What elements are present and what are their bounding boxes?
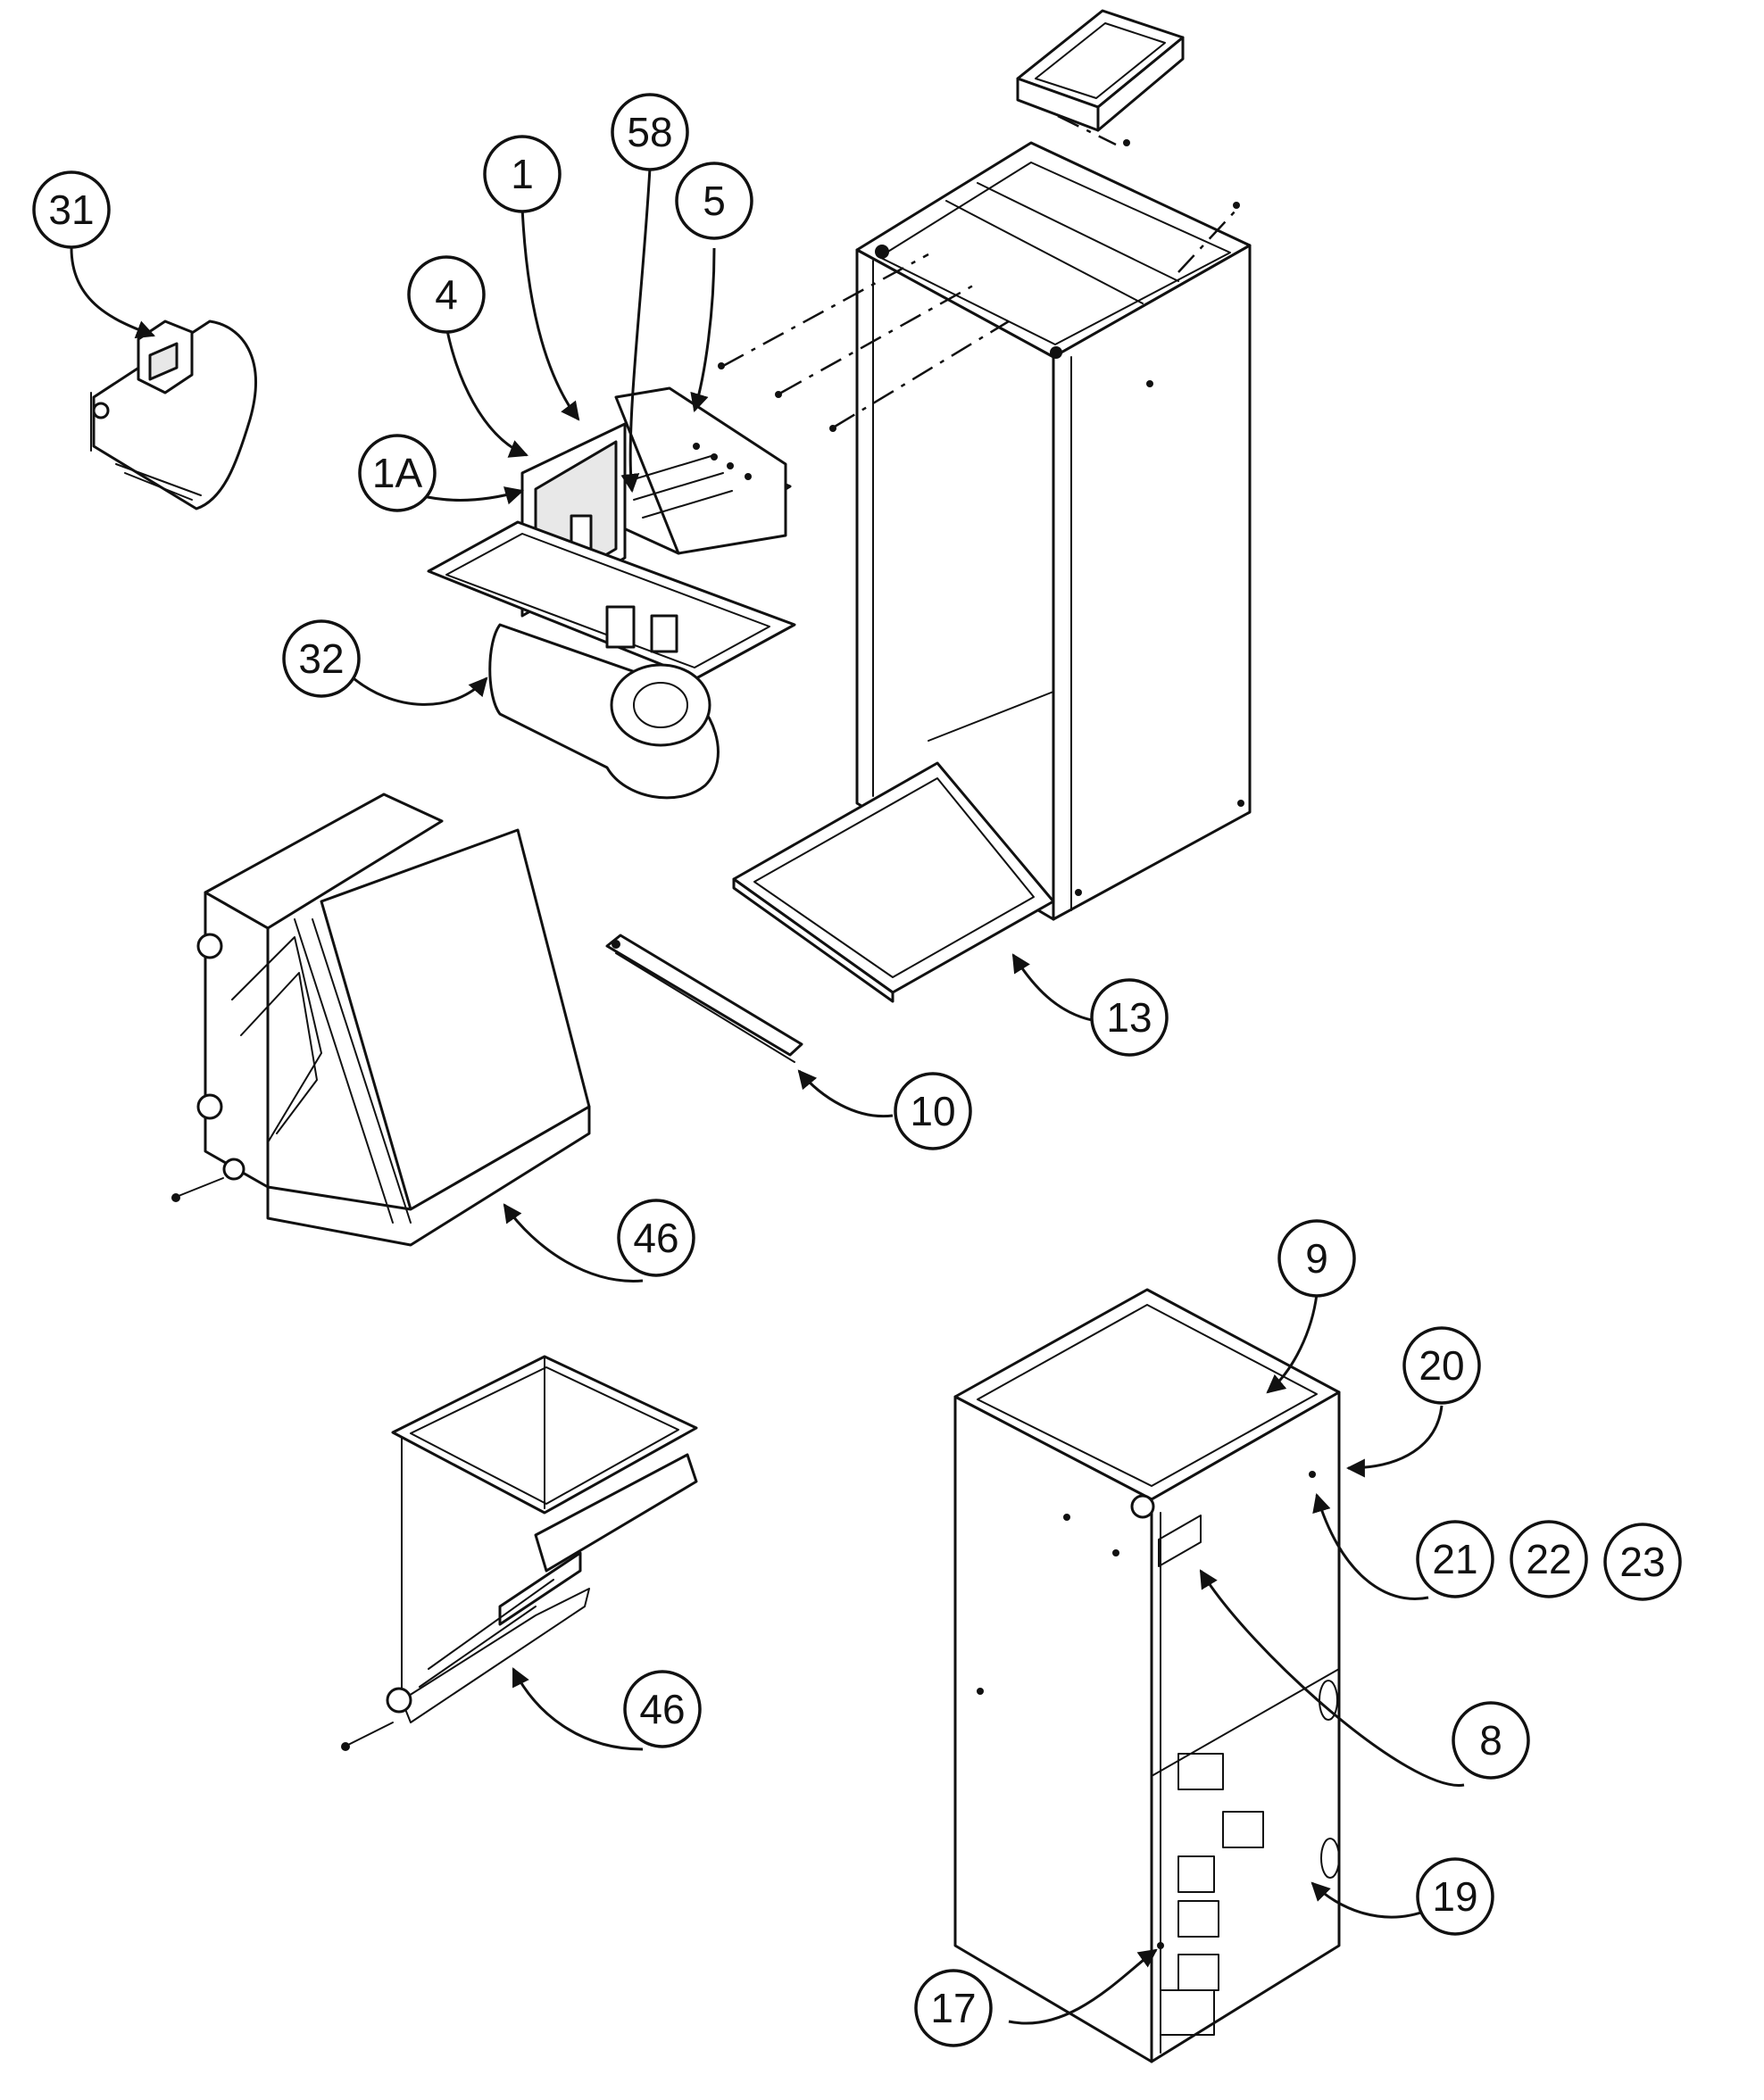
callout-46-lower: 46 (623, 1670, 702, 1748)
callout-20-label: 20 (1419, 1342, 1464, 1389)
callout-10: 10 (894, 1072, 972, 1150)
coil-upper (171, 793, 591, 1247)
callout-58-label: 58 (627, 109, 672, 155)
assembled-air-handler (953, 1288, 1341, 2063)
callout-1a-label: 1A (372, 450, 423, 496)
callout-17-label: 17 (930, 1985, 976, 2031)
callout-31-label: 31 (48, 187, 94, 233)
callout-4: 4 (407, 255, 486, 334)
callout-32-label: 32 (298, 635, 344, 682)
callout-19-label: 19 (1432, 1873, 1477, 1920)
callout-21-label: 21 (1432, 1536, 1477, 1582)
callout-9-label: 9 (1305, 1235, 1328, 1282)
callout-31: 31 (32, 170, 111, 249)
callout-5: 5 (675, 162, 753, 240)
bracket-part (90, 320, 257, 510)
callout-21: 21 (1416, 1520, 1494, 1598)
callout-22: 22 (1510, 1520, 1588, 1598)
callout-13: 13 (1090, 978, 1169, 1057)
callout-46-upper-label: 46 (633, 1215, 678, 1261)
callout-1-label: 1 (511, 151, 534, 197)
callout-5-label: 5 (703, 178, 726, 224)
coil-lower (341, 1355, 698, 1751)
callout-1a: 1A (358, 434, 437, 512)
callout-10-label: 10 (910, 1088, 955, 1134)
callout-19: 19 (1416, 1857, 1494, 1936)
callout-22-label: 22 (1526, 1536, 1571, 1582)
callout-8-label: 8 (1479, 1717, 1502, 1764)
leader-lines (70, 167, 1465, 2025)
callout-13-label: 13 (1106, 994, 1152, 1041)
callout-23-label: 23 (1619, 1539, 1665, 1585)
callout-58: 58 (611, 93, 689, 171)
filter-rack-tray (732, 691, 1055, 1003)
screw-alignment-lines (718, 114, 1240, 432)
callout-23: 23 (1603, 1523, 1682, 1601)
callout-9: 9 (1277, 1219, 1356, 1298)
callout-1: 1 (483, 135, 562, 213)
upper-cabinet (855, 141, 1252, 921)
callout-46-upper: 46 (617, 1199, 695, 1277)
filter-slide-rail (605, 934, 803, 1063)
callout-4-label: 4 (435, 271, 458, 318)
callout-46-lower-label: 46 (639, 1686, 685, 1732)
callout-20: 20 (1402, 1326, 1481, 1405)
callout-17: 17 (914, 1969, 993, 2047)
top-filter-box (1016, 9, 1185, 132)
callout-8: 8 (1452, 1701, 1530, 1780)
callout-32: 32 (282, 619, 361, 698)
blower-assembly (427, 386, 796, 800)
